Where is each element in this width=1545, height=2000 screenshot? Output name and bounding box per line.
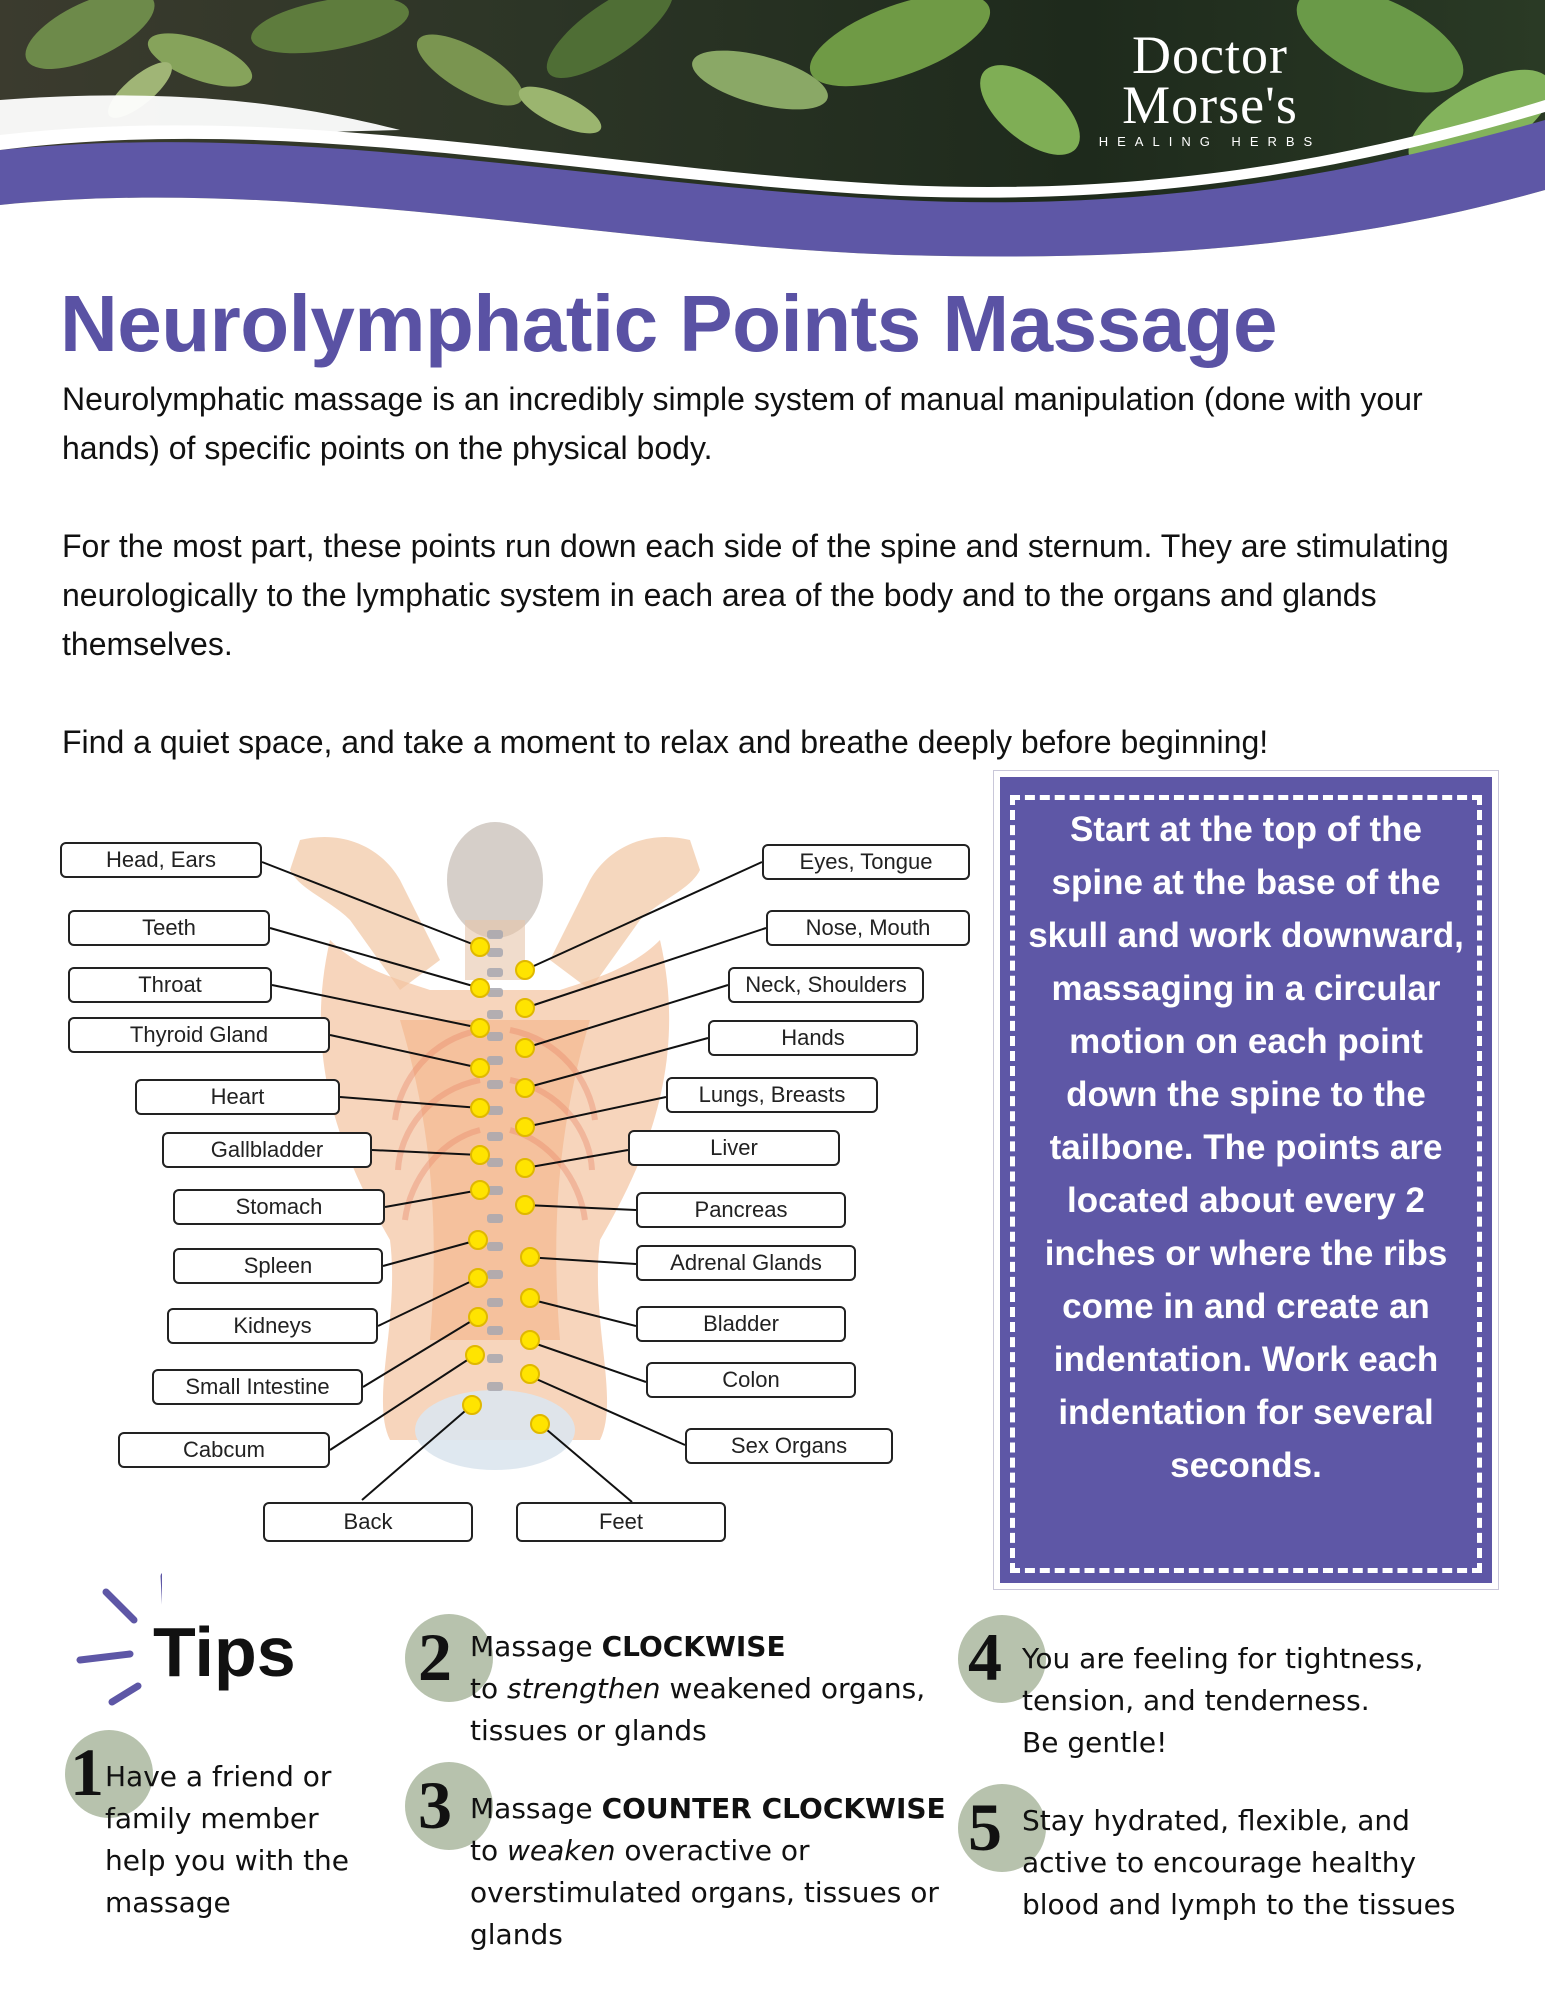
tip-1-text: Have a friend or family member help you … — [105, 1760, 350, 1919]
back-illustration — [290, 822, 700, 1470]
brand-line1: Doctor — [1132, 25, 1288, 85]
intro-paragraph-3: Find a quiet space, and take a moment to… — [62, 724, 1269, 760]
tip-3-bold: COUNTER CLOCKWISE — [601, 1792, 946, 1825]
tip-2-em: strengthen — [507, 1672, 661, 1705]
massage-points — [462, 937, 550, 1434]
tip-3-circle — [405, 1762, 493, 1850]
label-adrenal-glands: Adrenal Glands — [636, 1245, 856, 1281]
tip-1-circle — [65, 1730, 153, 1818]
tip-3-post: overactive or overstimulated organs, tis… — [470, 1834, 939, 1951]
label-liver: Liver — [628, 1130, 840, 1166]
intro-paragraph-2: For the most part, these points run down… — [62, 528, 1449, 662]
tip-4-text: You are feeling for tightness, tension, … — [1022, 1638, 1502, 1764]
spine-diagram: Head, Ears Teeth Throat Thyroid Gland He… — [0, 820, 990, 1560]
tip-3-em: weaken — [507, 1834, 616, 1867]
label-head-ears: Head, Ears — [60, 842, 262, 878]
intro-paragraph-1: Neurolymphatic massage is an incredibly … — [62, 381, 1423, 466]
tip-4-line2: tension, and tenderness. — [1022, 1684, 1370, 1717]
head-shape — [447, 822, 543, 938]
tip-5-text: Stay hydrated, flexible, and active to e… — [1022, 1804, 1456, 1921]
tip-5-number: 5 — [968, 1789, 1002, 1865]
tip-2-pre: Massage — [470, 1630, 602, 1663]
label-spleen: Spleen — [173, 1248, 383, 1284]
label-back: Back — [263, 1502, 473, 1542]
label-thyroid-gland: Thyroid Gland — [68, 1017, 330, 1053]
label-bladder: Bladder — [636, 1306, 846, 1342]
label-feet: Feet — [516, 1502, 726, 1542]
spine-vertebrae — [487, 930, 503, 1391]
tip-4-circle — [958, 1615, 1046, 1703]
page-title: Neurolymphatic Points Massage — [60, 279, 1277, 368]
label-hands: Hands — [708, 1020, 918, 1056]
tip-2-text: Massage CLOCKWISE to strengthen weakened… — [470, 1626, 930, 1752]
tip-3-pre: Massage — [470, 1792, 602, 1825]
brand-line2: Morse's — [1122, 75, 1298, 135]
header-banner: Doctor Morse's HEALING HERBS — [0, 0, 1545, 260]
brand-tagline: HEALING HERBS — [1098, 134, 1322, 149]
label-eyes-tongue: Eyes, Tongue — [762, 844, 970, 880]
label-gallbladder: Gallbladder — [162, 1132, 372, 1168]
header-artwork — [0, 0, 1545, 260]
tip-2-bold: CLOCKWISE — [601, 1630, 786, 1663]
tip-4-line1: You are feeling for tightness, — [1022, 1642, 1424, 1675]
label-stomach: Stomach — [173, 1189, 385, 1225]
dashed-border — [1010, 795, 1482, 1573]
tip-2-circle — [405, 1614, 493, 1702]
label-teeth: Teeth — [68, 910, 270, 946]
tip-3-mid: to — [470, 1834, 508, 1867]
tip-2-mid: to — [470, 1672, 508, 1705]
sparkle-icon — [76, 1573, 162, 1706]
label-cabcum: Cabcum — [118, 1432, 330, 1468]
tip-5-circle — [958, 1784, 1046, 1872]
tips-title: Tips — [153, 1613, 296, 1691]
tip-3-number: 3 — [418, 1767, 452, 1843]
label-throat: Throat — [68, 967, 272, 1003]
instruction-box: Start at the top of the spine at the bas… — [993, 770, 1499, 1590]
connector-lines — [261, 861, 767, 1503]
brand-logo: Doctor Morse's HEALING HERBS — [1090, 25, 1330, 149]
label-sex-organs: Sex Organs — [685, 1428, 893, 1464]
tip-2-number: 2 — [418, 1619, 452, 1695]
label-kidneys: Kidneys — [167, 1308, 378, 1344]
label-colon: Colon — [646, 1362, 856, 1398]
label-lungs-breasts: Lungs, Breasts — [666, 1077, 878, 1113]
label-pancreas: Pancreas — [636, 1192, 846, 1228]
label-nose-mouth: Nose, Mouth — [766, 910, 970, 946]
label-neck-shoulders: Neck, Shoulders — [728, 967, 924, 1003]
tip-4-line3: Be gentle! — [1022, 1726, 1168, 1759]
tip-4-number: 4 — [968, 1619, 1002, 1695]
label-heart: Heart — [135, 1079, 340, 1115]
tip-3-text: Massage COUNTER CLOCKWISE to weaken over… — [470, 1788, 950, 1956]
instruction-text: Start at the top of the spine at the bas… — [1028, 810, 1464, 1485]
tip-2-post: weakened organs, tissues or glands — [470, 1672, 926, 1747]
tip-1-number: 1 — [70, 1734, 104, 1810]
label-small-intestine: Small Intestine — [152, 1369, 363, 1405]
